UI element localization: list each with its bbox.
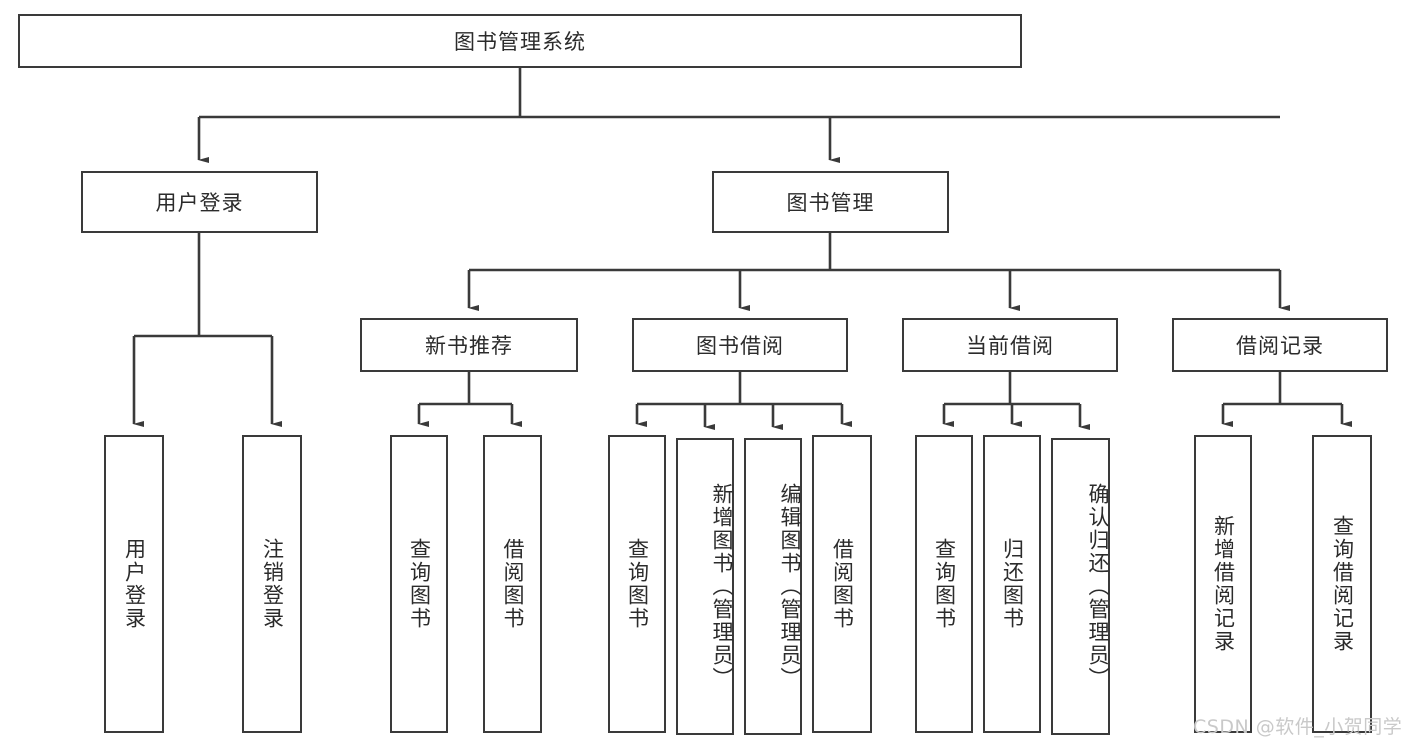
node-book-borrow[interactable]: 图书借阅 <box>632 318 848 372</box>
node-label: 当前借阅 <box>966 334 1054 358</box>
node-label: 图书管理系统 <box>454 30 586 54</box>
node-label: 图书管理 <box>786 191 875 215</box>
leaf-borrow-book[interactable]: 借阅图书 <box>812 435 872 733</box>
leaf-borrow-book-recommend[interactable]: 借阅图书 <box>483 435 542 733</box>
node-user-login[interactable]: 用户登录 <box>81 171 318 233</box>
watermark: CSDN @软件_小贺同学 <box>1193 716 1403 738</box>
leaf-add-borrow-record[interactable]: 新增借阅记录 <box>1194 435 1252 733</box>
node-label: 确认归还（管理员） <box>1086 483 1110 690</box>
node-label: 图书借阅 <box>696 334 784 358</box>
leaf-query-book-borrow[interactable]: 查询图书 <box>608 435 666 733</box>
leaf-logout[interactable]: 注销登录 <box>242 435 302 733</box>
node-label: 借阅图书 <box>501 538 525 630</box>
leaf-return-book[interactable]: 归还图书 <box>983 435 1041 733</box>
leaf-edit-book-admin[interactable]: 编辑图书（管理员） <box>744 438 802 735</box>
node-label: 查询借阅记录 <box>1330 515 1355 653</box>
node-label: 查询图书 <box>407 538 432 630</box>
node-label: 新增借阅记录 <box>1211 515 1236 653</box>
node-label: 注销登录 <box>260 538 285 630</box>
node-label: 用户登录 <box>155 191 244 215</box>
node-current-borrow[interactable]: 当前借阅 <box>902 318 1118 372</box>
node-label: 归还图书 <box>1000 538 1025 630</box>
node-borrow-record[interactable]: 借阅记录 <box>1172 318 1388 372</box>
node-label: 查询图书 <box>625 538 650 630</box>
node-label: 编辑图书（管理员） <box>778 483 802 690</box>
node-root[interactable]: 图书管理系统 <box>18 14 1022 68</box>
leaf-query-book-recommend[interactable]: 查询图书 <box>390 435 448 733</box>
node-label: 用户登录 <box>122 538 147 630</box>
node-label: 借阅图书 <box>830 538 855 630</box>
node-label: 新增图书（管理员） <box>710 483 734 690</box>
leaf-add-book-admin[interactable]: 新增图书（管理员） <box>676 438 734 735</box>
node-label: 查询图书 <box>932 538 957 630</box>
node-book-management[interactable]: 图书管理 <box>712 171 949 233</box>
node-new-book-recommend[interactable]: 新书推荐 <box>360 318 578 372</box>
leaf-query-borrow-record[interactable]: 查询借阅记录 <box>1312 435 1372 733</box>
leaf-confirm-return-admin[interactable]: 确认归还（管理员） <box>1051 438 1110 735</box>
node-label: 新书推荐 <box>425 334 513 358</box>
node-label: 借阅记录 <box>1236 334 1324 358</box>
leaf-user-login[interactable]: 用户登录 <box>104 435 164 733</box>
leaf-query-book-current[interactable]: 查询图书 <box>915 435 973 733</box>
